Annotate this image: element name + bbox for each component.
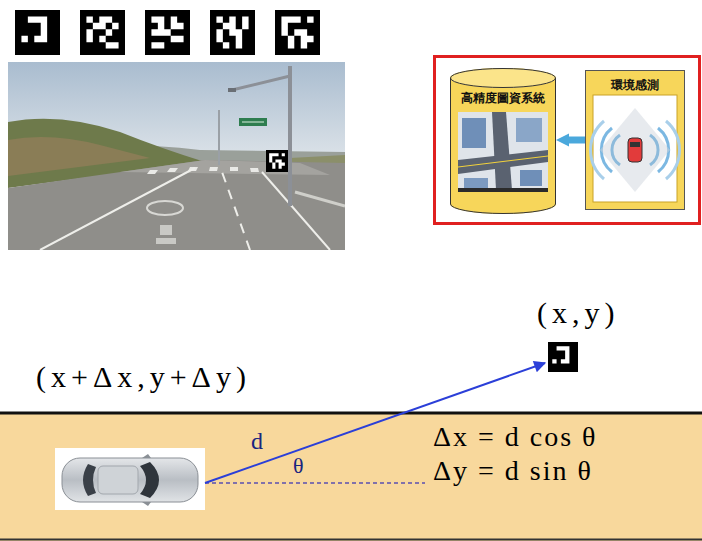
equation-label: Δx = d cos θ [432, 422, 599, 453]
flow-arrow [569, 137, 585, 144]
sensing-box: 環境感測 [585, 70, 685, 210]
node-title: 高精度圖資系統 [450, 90, 556, 107]
coordinate-label: (x+Δx,y+Δy) [35, 360, 252, 393]
cylinder-outline [450, 68, 556, 214]
coordinate-label: (x,y) [536, 296, 620, 329]
label-slot: (x,y) [536, 296, 620, 329]
sensor-picture [585, 70, 685, 210]
street-photo [8, 62, 345, 250]
angle-label: θ [292, 454, 305, 478]
label-slot: d [250, 428, 264, 454]
distance-label: d [250, 428, 264, 454]
map-database-picture [450, 68, 556, 214]
equation-label: Δy = d sin θ [432, 456, 594, 487]
road-scene [0, 342, 702, 541]
label-slot: (x+Δx,y+Δy) [35, 360, 252, 393]
label-slot: Δx = d cos θ [432, 422, 599, 453]
cylinder-outline-path [451, 69, 556, 214]
label-slot: θ [292, 454, 305, 478]
label-slot: Δy = d sin θ [432, 456, 594, 487]
group-frame [435, 57, 700, 224]
node-title: 環境感測 [586, 77, 684, 94]
database-cylinder: 高精度圖資系統 [450, 68, 556, 214]
marker-tags [15, 10, 320, 55]
